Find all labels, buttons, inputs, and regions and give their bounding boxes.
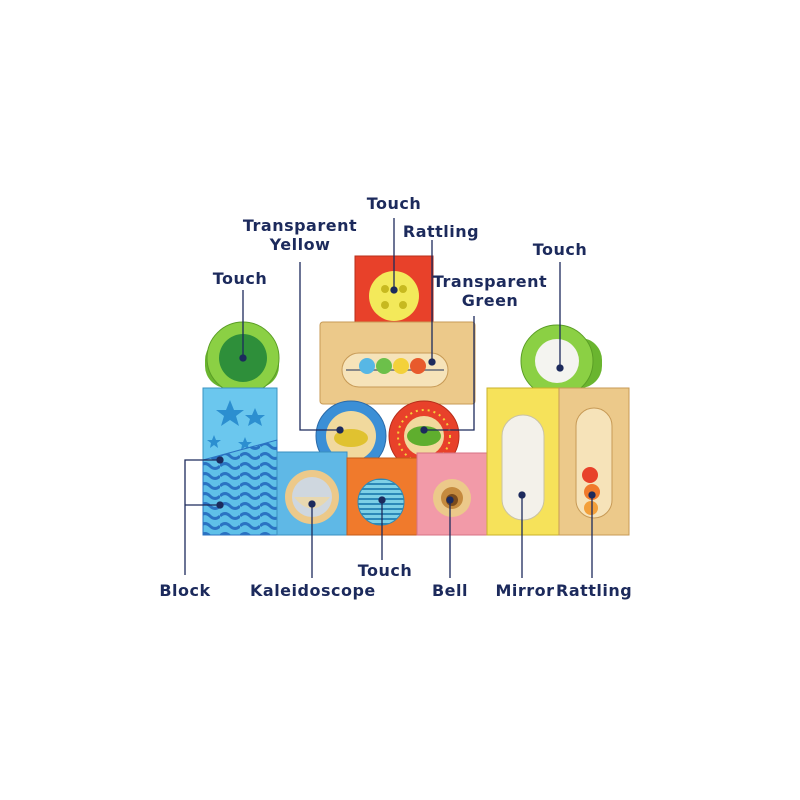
label-mirror: Mirror — [495, 581, 555, 600]
label-rattling-bottom: Rattling — [556, 581, 633, 600]
abacus-rattling-block — [319, 321, 476, 405]
label-touch-top: Touch — [366, 194, 422, 213]
label-rattling-top: Rattling — [402, 222, 480, 241]
yellow-mirror-block — [486, 387, 560, 536]
transparent-yellow-cylinder — [315, 400, 387, 472]
label-transparent-yellow-line1: Transparent — [242, 216, 358, 235]
label-transparent-yellow-line2: Yellow — [269, 235, 331, 254]
label-transparent-green: Transparent Green — [430, 272, 550, 310]
label-transparent-green-line2: Green — [461, 291, 519, 310]
pink-bell-block — [416, 452, 488, 536]
label-kaleidoscope: Kaleidoscope — [250, 581, 376, 600]
label-touch-bottom: Touch — [357, 561, 413, 580]
leader-lines — [184, 218, 596, 578]
label-touch-right: Touch — [532, 240, 588, 259]
label-block: Block — [159, 581, 211, 600]
label-transparent-green-line1: Transparent — [432, 272, 548, 291]
label-bell: Bell — [431, 581, 468, 600]
label-touch-left: Touch — [212, 269, 268, 288]
label-transparent-yellow: Transparent Yellow — [240, 216, 360, 254]
wood-rattling-block — [558, 387, 630, 536]
green-touch-cylinder-right — [520, 324, 602, 398]
